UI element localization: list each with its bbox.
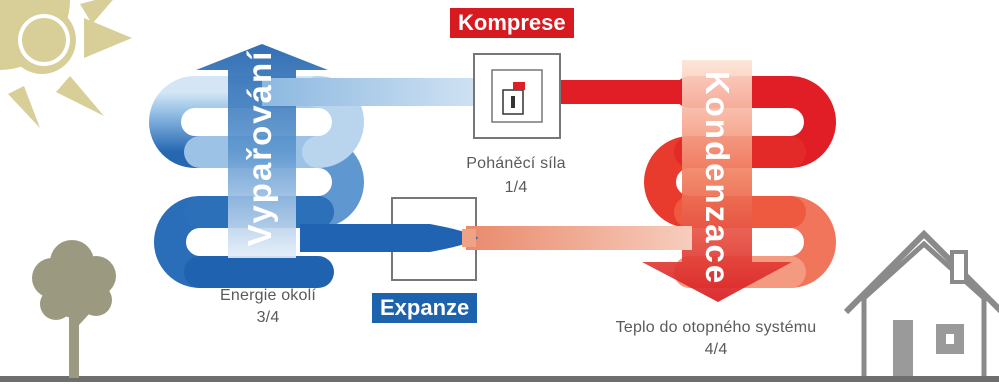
ambient-energy-value: 3/4	[256, 309, 280, 326]
liquid-pipe	[466, 226, 692, 250]
tree-icon	[32, 240, 116, 378]
sun-icon	[0, 0, 132, 128]
ground-line	[0, 376, 999, 382]
heating-output-caption: Teplo do otopného systému 4/4	[592, 318, 840, 360]
driving-power-caption: Poháněcí síla 1/4	[448, 154, 584, 198]
driving-power-value: 1/4	[504, 179, 528, 196]
condensation-label: Kondenzace	[699, 70, 736, 286]
driving-power-label: Poháněcí síla	[466, 155, 566, 172]
compression-tag: Komprese	[450, 8, 574, 38]
heating-output-label: Teplo do otopného systému	[615, 319, 817, 336]
sun-disc	[22, 18, 66, 62]
heating-output-value: 4/4	[704, 341, 728, 358]
evaporation-label: Vypařování	[241, 49, 278, 247]
ambient-energy-label: Energie okolí	[220, 287, 316, 304]
expansion-tag: Expanze	[372, 293, 478, 323]
expansion-pipe	[300, 224, 478, 252]
ambient-energy-caption: Energie okolí 3/4	[200, 286, 336, 328]
compressor-icon	[473, 53, 561, 139]
valve-throat	[462, 229, 476, 247]
house-icon	[843, 229, 999, 376]
condensation-arrow	[642, 60, 792, 302]
suction-pipe	[262, 78, 514, 106]
